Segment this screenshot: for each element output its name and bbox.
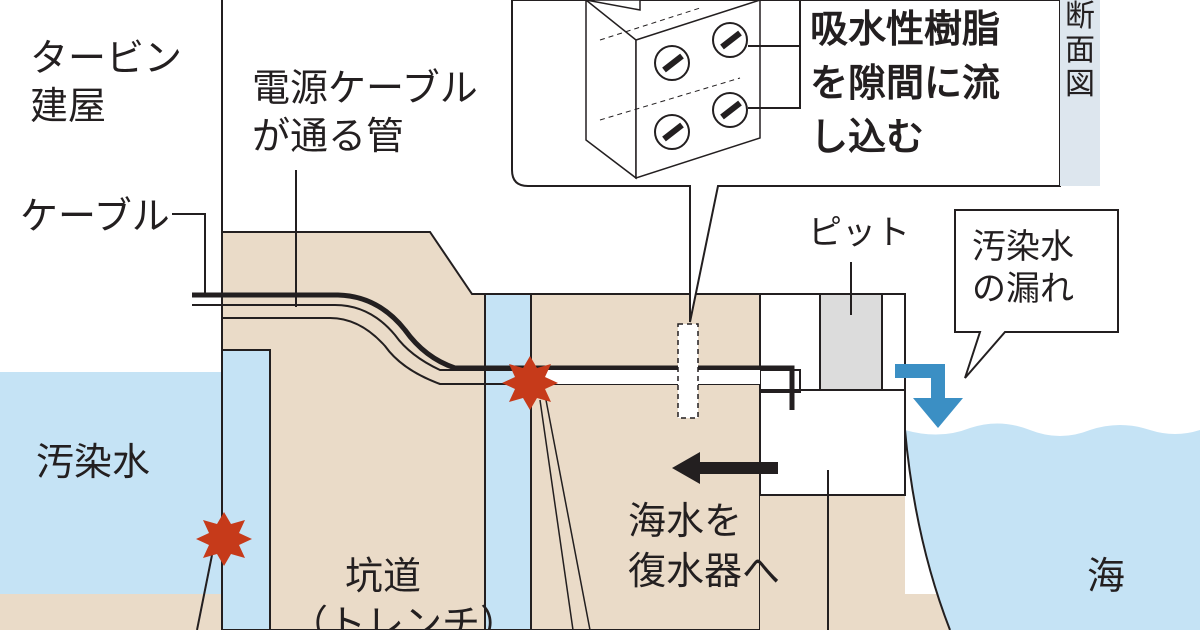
spark-leader-line-middle [539,399,591,630]
resin-plug-marker [677,323,699,419]
pipe-block-dashes [599,7,741,121]
explosion-burst-icon-left [196,512,252,566]
vertical-shaft-middle [484,293,532,630]
power-cable-pipe-label: 電源ケーブル が通る管 [252,64,478,160]
seawater-line-1: 海水を [628,499,743,543]
cable-label: ケーブル [20,194,170,238]
cross-section-strip [1060,0,1100,186]
turbine-building-line-1: タービン [30,36,183,80]
pit-label: ピット [808,213,910,253]
left-arrow-icon [672,452,778,484]
leak-line-2: の漏れ [972,269,1074,309]
ground-right-block [760,294,905,630]
resin-note-line-1: 吸水性樹脂 [810,7,1001,51]
cable-pipe-fill [531,370,760,384]
turbine-building-line-2: 建屋 [30,84,107,128]
contaminated-water-region [0,372,222,594]
leak-callout-box [954,209,1119,379]
turbine-building-label: タービン 建屋 [30,34,182,130]
resin-leader-lines [748,0,801,109]
explosion-burst-icon-middle [502,356,558,410]
contaminated-water-label: 汚染水 [36,440,151,484]
cable-line [192,292,795,410]
resin-note-label: 吸水性樹脂 を隙間に流 し込む [810,2,1000,164]
vertical-shaft-left [221,349,271,630]
pipe-holes [654,22,748,150]
sea-region [905,423,1200,630]
power-cable-pipe-line-1: 電源ケーブル [252,66,478,110]
cable-pipe-lower [222,317,760,385]
leak-line-1: 汚染水 [972,227,1074,267]
seawall-curve [904,429,951,630]
spark-leader-line-left [196,554,213,630]
resin-note-line-2: を隙間に流 [810,61,1001,105]
tunnel-line-1: 坑道 [345,554,422,598]
cross-section-label: 断面図 [1065,0,1095,102]
seawater-line-2: 復水器へ [628,549,781,593]
seawater-to-condenser-label: 海水を 復水器へ [628,496,780,596]
down-bent-arrow-icon [895,364,963,428]
tunnel-line-2: （トレンチ） [290,602,519,630]
resin-note-line-3: し込む [810,115,925,159]
leak-label: 汚染水 の漏れ [972,226,1074,310]
tunnel-label: 坑道 （トレンチ） [290,552,518,630]
cable-pipe [192,304,801,393]
pipe-block-top [585,0,641,11]
cable-leader-line [172,213,206,295]
sea-label: 海 [1087,554,1126,598]
pit-box [819,293,883,391]
power-cable-pipe-line-2: が通る管 [252,114,405,158]
